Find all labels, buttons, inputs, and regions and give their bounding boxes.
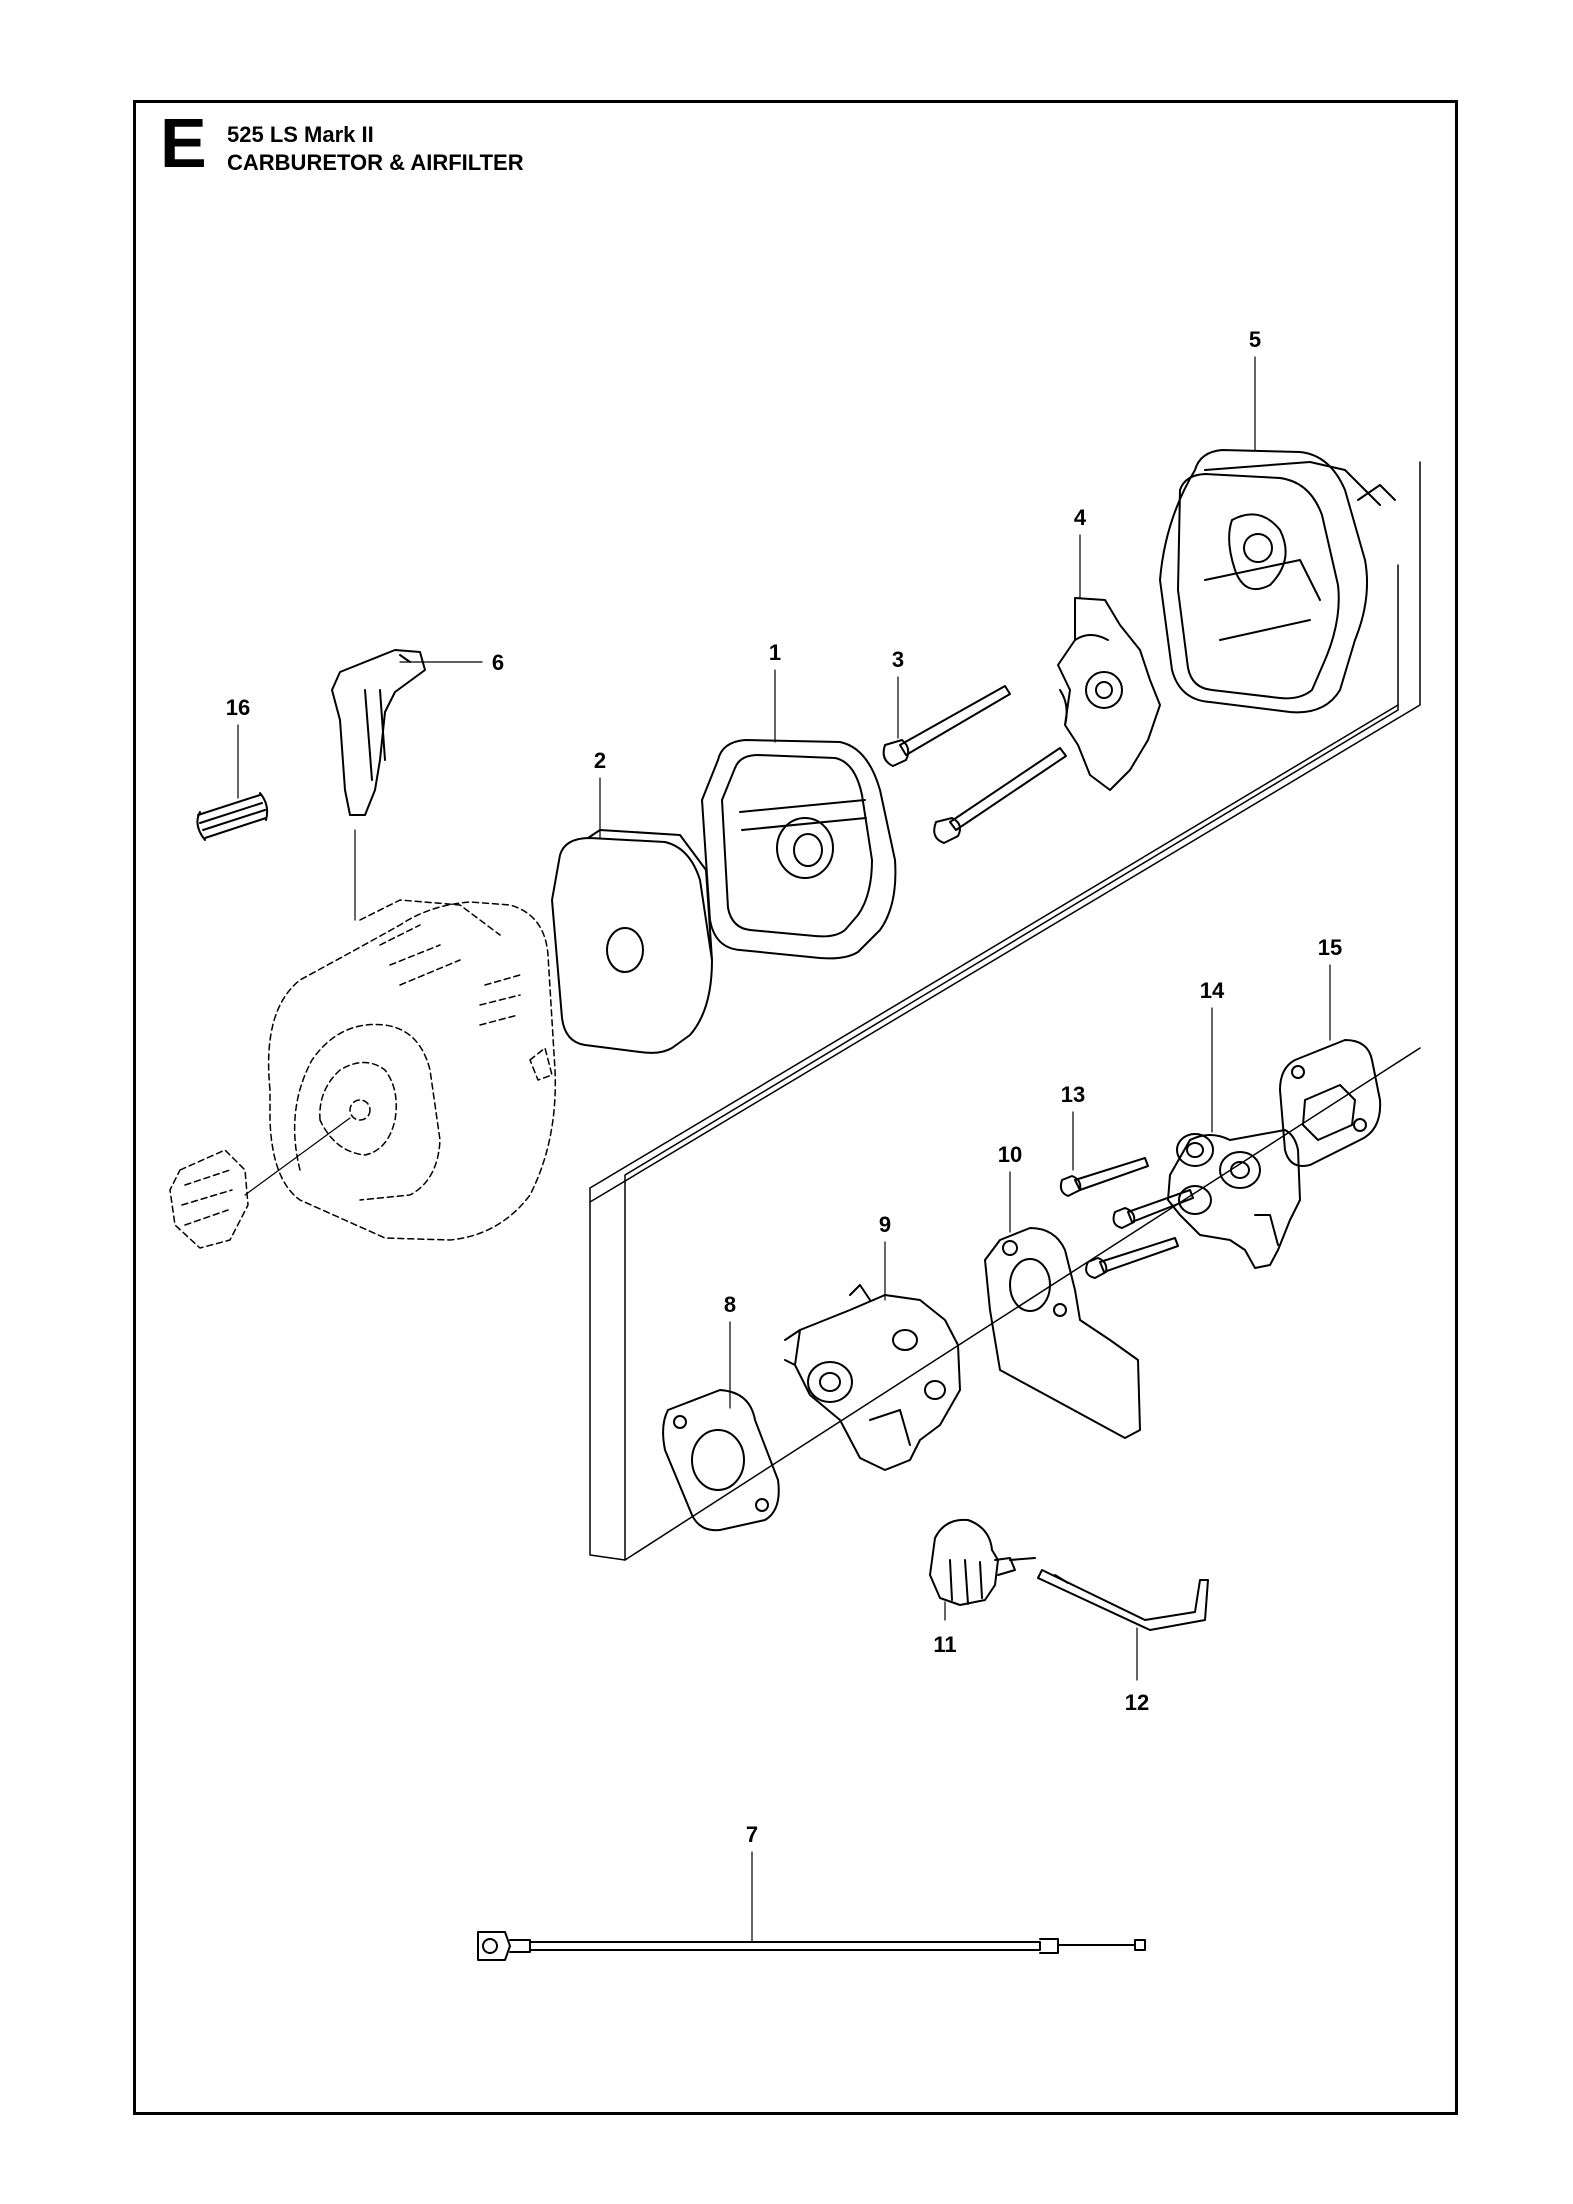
callout-leaders <box>237 356 1331 1943</box>
assembly-outline-lines <box>589 461 1421 1561</box>
cover-knob-leader <box>244 1117 351 1196</box>
callout-4: 4 <box>1074 505 1087 530</box>
part-6-lever <box>331 649 426 816</box>
part-7-throttle-cable <box>477 1931 1146 1961</box>
part-11-primer-bulb <box>929 1518 1016 1606</box>
part-3-screws <box>882 685 1067 844</box>
part-13-screws <box>1059 1157 1194 1279</box>
callout-13: 13 <box>1061 1082 1085 1107</box>
callout-3: 3 <box>892 647 904 672</box>
airfilter-cover-dashed <box>169 899 557 1249</box>
callout-1: 1 <box>769 640 781 665</box>
part-2-foam-filter <box>551 829 713 1054</box>
part-15-gasket <box>1279 1039 1382 1167</box>
part-10-insulator-plate <box>984 1227 1141 1439</box>
part-1-filter-holder <box>701 739 897 960</box>
callout-5: 5 <box>1249 327 1261 352</box>
part-4-filter-bracket <box>1057 597 1161 791</box>
callout-15: 15 <box>1318 935 1342 960</box>
section-letter: E <box>160 104 207 182</box>
part-14-intake-manifold <box>1167 1129 1301 1269</box>
callout-12: 12 <box>1125 1690 1149 1715</box>
part-9-carburetor <box>784 1284 961 1471</box>
callout-16: 16 <box>226 695 250 720</box>
part-12-fuel-hose <box>1009 1557 1209 1631</box>
part-8-gasket <box>662 1389 780 1532</box>
section-title: CARBURETOR & AIRFILTER <box>227 150 524 175</box>
callout-14: 14 <box>1200 978 1225 1003</box>
callout-6: 6 <box>492 650 504 675</box>
callout-2: 2 <box>594 748 606 773</box>
callout-9: 9 <box>879 1212 891 1237</box>
model-title: 525 LS Mark II <box>227 122 374 147</box>
callout-7: 7 <box>746 1822 758 1847</box>
part-16-spring <box>196 792 269 841</box>
part-5-filter-housing <box>1159 449 1396 714</box>
page-frame <box>133 100 1458 2115</box>
callout-10: 10 <box>998 1142 1022 1167</box>
callout-8: 8 <box>724 1292 736 1317</box>
callout-11: 11 <box>933 1632 956 1657</box>
